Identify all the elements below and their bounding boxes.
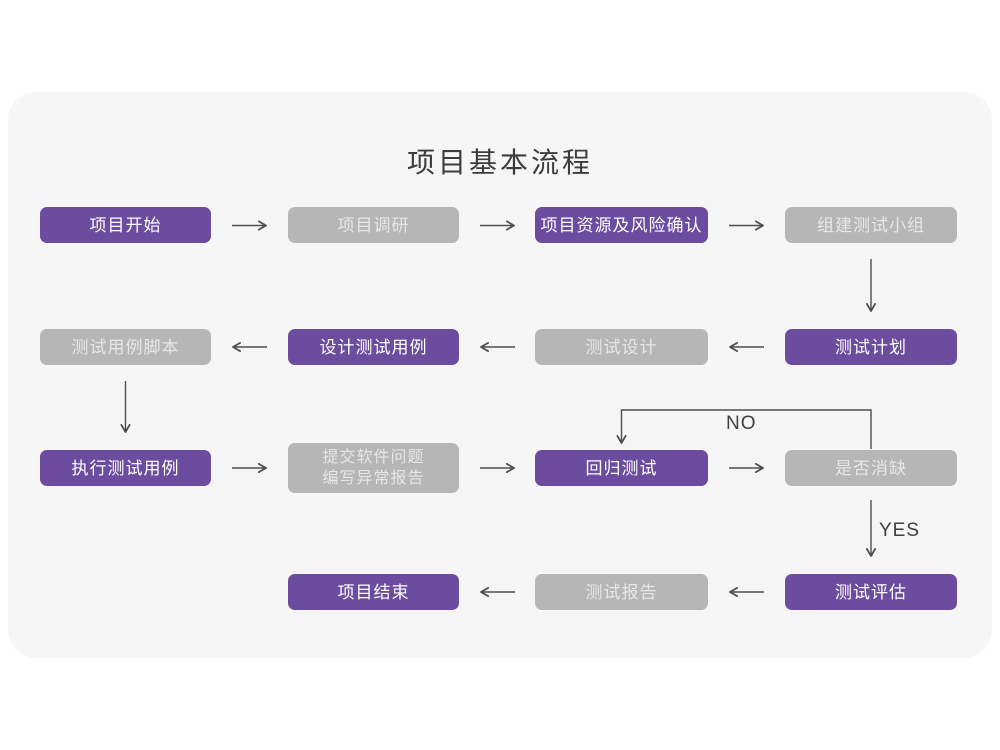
node-build-test-team: 组建测试小组 bbox=[785, 207, 957, 243]
node-submit-issue-report-line1: 提交软件问题 bbox=[322, 449, 425, 466]
node-execute-test-case: 执行测试用例 bbox=[40, 450, 211, 486]
node-test-plan: 测试计划 bbox=[785, 329, 957, 365]
node-test-report: 测试报告 bbox=[535, 574, 708, 610]
node-regression-test: 回归测试 bbox=[535, 450, 708, 486]
node-design-test-case: 设计测试用例 bbox=[288, 329, 459, 365]
node-submit-issue-report: 提交软件问题 编写异常报告 bbox=[288, 443, 459, 493]
node-project-research: 项目调研 bbox=[288, 207, 459, 243]
node-test-evaluate: 测试评估 bbox=[785, 574, 957, 610]
node-project-end: 项目结束 bbox=[288, 574, 459, 610]
node-test-design: 测试设计 bbox=[535, 329, 708, 365]
edge-label-no: NO bbox=[726, 413, 757, 434]
diagram-title: 项目基本流程 bbox=[406, 147, 593, 178]
flowchart-canvas bbox=[8, 92, 992, 658]
node-defect-cleared: 是否消缺 bbox=[785, 450, 957, 486]
node-project-start: 项目开始 bbox=[40, 207, 211, 243]
node-test-case-script: 测试用例脚本 bbox=[40, 329, 211, 365]
node-resource-risk: 项目资源及风险确认 bbox=[535, 207, 708, 243]
edge-label-yes: YES bbox=[879, 520, 921, 541]
node-submit-issue-report-line2: 编写异常报告 bbox=[322, 470, 425, 487]
